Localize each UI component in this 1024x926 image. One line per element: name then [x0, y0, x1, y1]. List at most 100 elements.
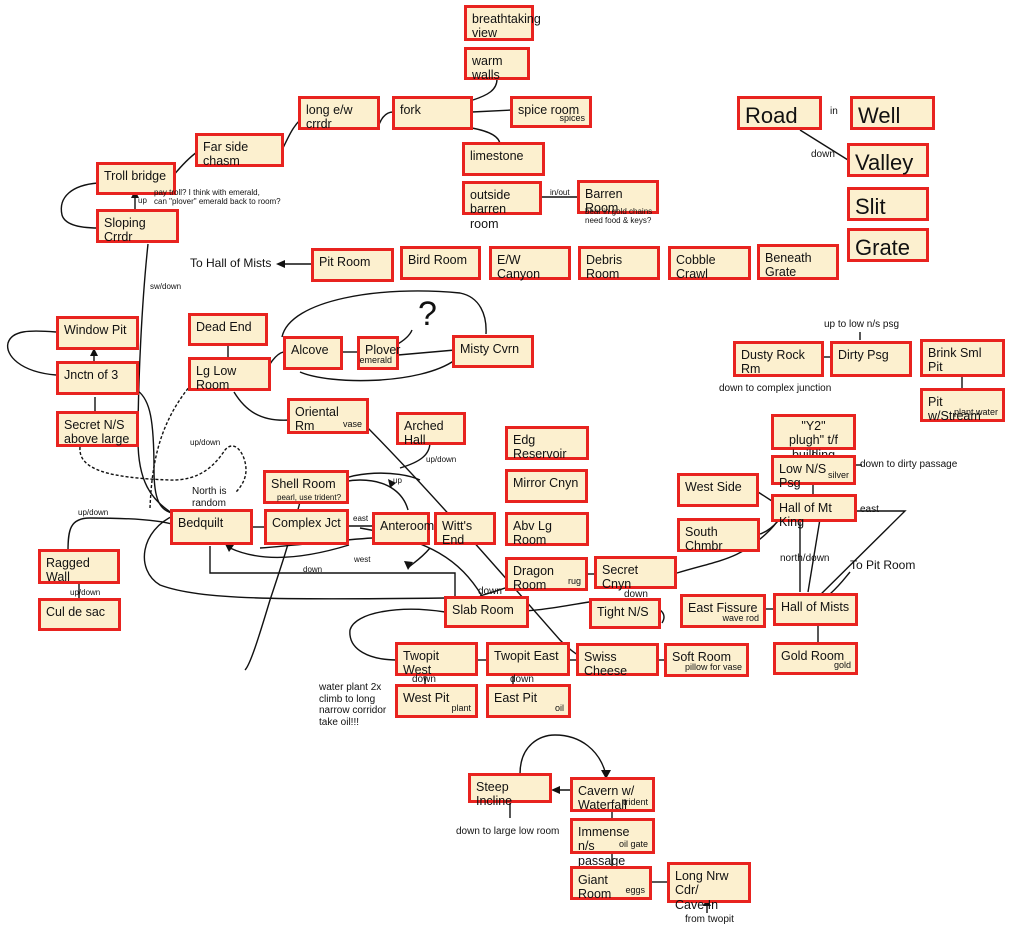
room-lg-low-room[interactable]: Lg Low Room: [188, 357, 271, 392]
barren-note: bear in gold chains need food & keys?: [585, 207, 653, 226]
room-south-chmbr[interactable]: South Chmbr: [677, 518, 760, 553]
conn-king-east: [814, 510, 907, 601]
conn-far-troll: [172, 151, 198, 177]
room-arched-hall[interactable]: Arched Hall: [396, 412, 466, 447]
room-beneath-grate[interactable]: Beneath Grate: [757, 244, 839, 280]
room-twopit-east[interactable]: Twopit East: [486, 642, 570, 676]
room-well[interactable]: Well: [850, 96, 935, 130]
room-dusty-rock[interactable]: Dusty Rock Rm: [733, 341, 824, 377]
room-slab-room[interactable]: Slab Room: [444, 596, 529, 628]
room-bedquilt[interactable]: Bedquilt: [170, 509, 253, 545]
room-shell-room[interactable]: Shell Room: [263, 470, 349, 504]
label-down-valley: down: [811, 149, 835, 160]
conn-lglow-oriental: [233, 391, 291, 421]
conn-fork-spice: [471, 109, 513, 113]
room-tight-ns[interactable]: Tight N/S: [589, 598, 661, 629]
conn-complex-bedquilt: [229, 544, 350, 559]
conn-bedquilt-slab: [209, 546, 456, 596]
label-up-down-ragged: up/down: [78, 508, 109, 517]
label-down-slab: down: [478, 586, 502, 597]
label-up-down-secret: up/down: [190, 438, 221, 447]
room-twopit-west[interactable]: Twopit West: [395, 642, 478, 677]
label-west-ante: west: [354, 555, 371, 564]
room-west-side[interactable]: West Side: [677, 473, 759, 507]
room-long-nrw-cdr[interactable]: Long Nrw Cdr/ Cave In: [667, 862, 751, 912]
room-ragged-wall[interactable]: Ragged Wall: [38, 549, 120, 584]
room-far-side-chasm[interactable]: Far side chasm: [195, 133, 284, 168]
conn-road-valley: [799, 129, 849, 161]
room-troll-bridge[interactable]: Troll bridge: [96, 162, 176, 195]
label-sw-down: sw/down: [150, 282, 182, 291]
room-limestone[interactable]: limestone: [462, 142, 545, 176]
conn-mists-topit: [829, 571, 851, 595]
room-misty-cvrn[interactable]: Misty Cvrn: [452, 335, 534, 368]
room-steep-incline[interactable]: Steep Incline: [468, 773, 552, 808]
room-secret-cnyn[interactable]: Secret Cnyn: [594, 556, 677, 591]
label-pay-troll: pay troll? I think with emerald, can "pl…: [154, 188, 281, 207]
room-cobble-crawl[interactable]: Cobble Crawl: [668, 246, 751, 281]
label-from-twopit: from twopit: [685, 914, 734, 925]
room-mirror-cnyn[interactable]: Mirror Cnyn: [505, 469, 588, 503]
label-east-ante: east: [353, 514, 369, 523]
arrow-bedquilt: [225, 544, 234, 552]
room-debris-room[interactable]: Debris Room: [578, 246, 660, 281]
arrow-window: [90, 348, 98, 356]
room-barren-room[interactable]: Barren Room: [577, 180, 659, 215]
room-complex-jct[interactable]: Complex Jct: [264, 509, 349, 545]
room-jnctn-of-3[interactable]: Jnctn of 3: [56, 361, 139, 395]
room-valley[interactable]: Valley: [847, 143, 929, 177]
room-brink-sml-pit[interactable]: Brink Sml Pit: [920, 339, 1005, 377]
room-fork[interactable]: fork: [392, 96, 473, 130]
room-dirty-psg[interactable]: Dirty Psg: [830, 341, 912, 377]
room-warm-walls[interactable]: warm walls: [464, 47, 530, 82]
room-alcove[interactable]: Alcove: [283, 336, 343, 370]
room-abv-lg-room[interactable]: Abv Lg Room: [505, 512, 589, 547]
room-dead-end[interactable]: Dead End: [188, 313, 268, 346]
label-down-large: down to large low room: [456, 826, 560, 837]
room-ew-canyon[interactable]: E/W Canyon: [489, 246, 571, 281]
conn-jnctn-bedquilt: [137, 390, 173, 514]
shell-note: pearl, use trident?: [277, 493, 342, 502]
room-edg-reservoir[interactable]: Edg Reservoir: [505, 426, 589, 461]
arrow-steep: [551, 786, 560, 794]
room-outside-barren[interactable]: outside barren room: [462, 181, 542, 231]
room-hall-of-mists[interactable]: Hall of Mists: [773, 593, 858, 626]
conn-arched-down: [399, 441, 431, 469]
room-secret-ns[interactable]: Secret N/S above large: [56, 411, 139, 447]
room-grate[interactable]: Grate: [847, 228, 929, 262]
room-long-ew-crrdr[interactable]: long e/w crrdr: [298, 96, 380, 131]
room-y2[interactable]: "Y2" plugh" t/f building: [771, 414, 856, 462]
room-road[interactable]: Road: [737, 96, 822, 130]
room-witts-end[interactable]: Witt's End: [434, 512, 496, 547]
room-swiss-cheese[interactable]: Swiss Cheese: [576, 643, 659, 678]
room-cul-de-sac[interactable]: Cul de sac: [38, 598, 121, 631]
room-window-pit[interactable]: Window Pit: [56, 316, 139, 350]
conn-troll-sloping-loop: [60, 182, 99, 229]
room-slit[interactable]: Slit: [847, 187, 929, 221]
arrow-shell-up: [388, 479, 396, 488]
room-breathtaking-view[interactable]: breathtaking view: [464, 5, 541, 41]
room-pit-room[interactable]: Pit Room: [311, 248, 394, 282]
room-hall-mt-king[interactable]: Hall of Mt King: [771, 494, 857, 529]
label-down-twopit-w: down: [412, 674, 436, 685]
label-down-complex: down to complex junction: [719, 383, 832, 394]
conn-fork-warm: [472, 78, 498, 101]
room-anteroom[interactable]: Anteroom: [372, 512, 434, 545]
conn-bedquilt-down: [143, 514, 446, 600]
room-sloping-crrdr[interactable]: Sloping Crrdr: [96, 209, 179, 244]
room-bird-room[interactable]: Bird Room: [400, 246, 481, 280]
